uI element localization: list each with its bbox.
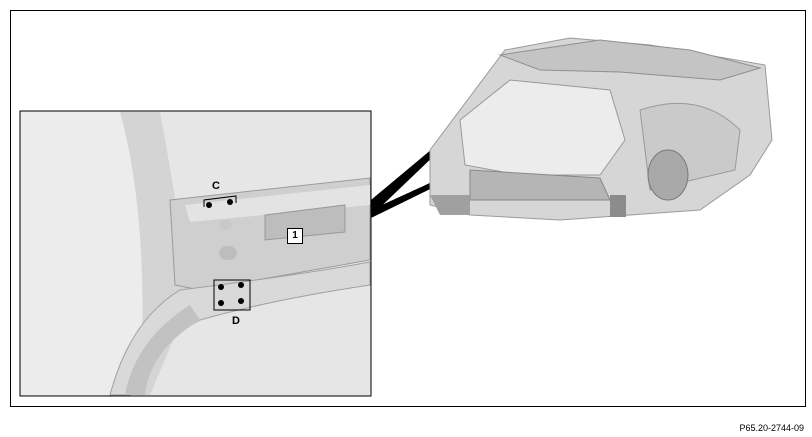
figure-code: P65.20-2744-09: [739, 423, 804, 433]
car-body: [429, 37, 773, 221]
label-c: C: [212, 180, 220, 192]
part-number-callout: 1: [287, 228, 303, 244]
label-d: D: [232, 315, 240, 327]
detail-inset: [19, 110, 372, 397]
